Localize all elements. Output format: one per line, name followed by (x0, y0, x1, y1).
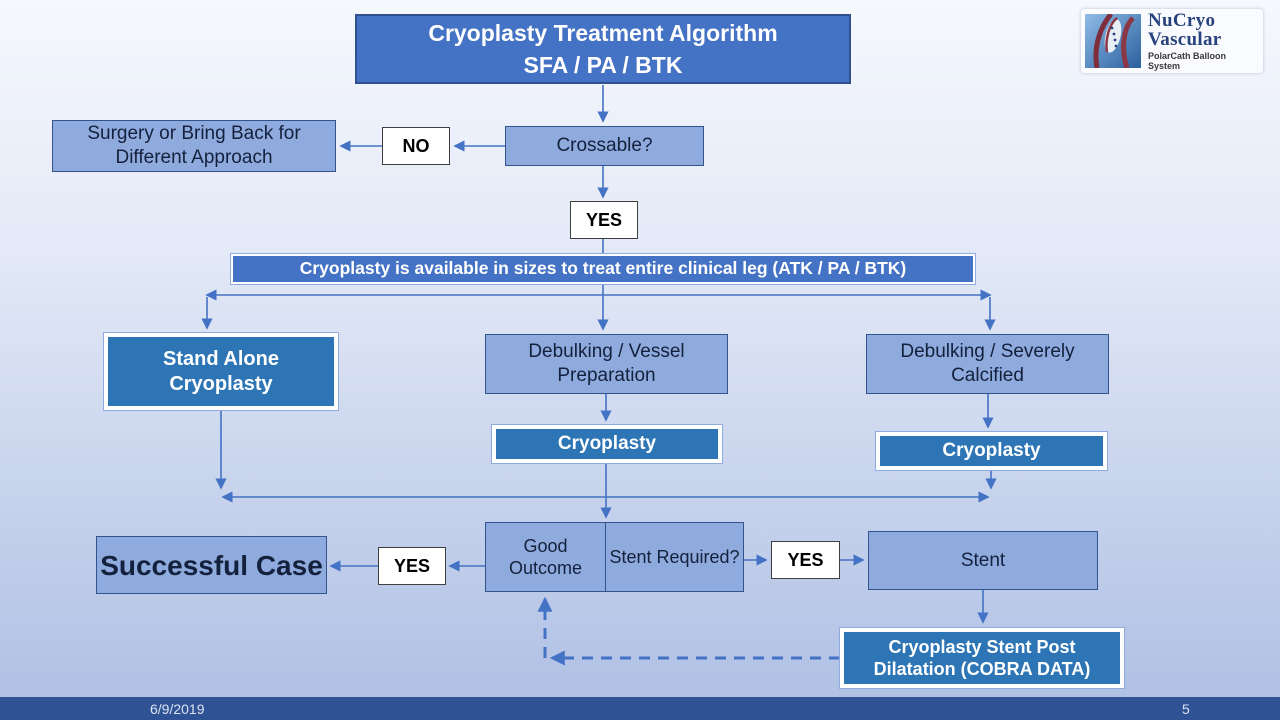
node-yes-outcome: YES (378, 547, 446, 585)
stand-alone-label: Stand Alone Cryoplasty (163, 347, 279, 395)
logo-name-line2: Vascular (1148, 29, 1222, 50)
title-line1: Cryoplasty Treatment Algorithm (428, 19, 778, 46)
node-cryoplasty-right: Cryoplasty (875, 431, 1108, 471)
node-no-label: NO (382, 127, 450, 165)
title-line2: SFA / PA / BTK (523, 52, 683, 78)
logo-tagline: PolarCath Balloon System (1148, 51, 1227, 71)
node-stand-alone-cryoplasty: Stand Alone Cryoplasty (103, 332, 339, 411)
title-box: Cryoplasty Treatment Algorithm SFA / PA … (355, 14, 851, 84)
node-outcome: Good Outcome Stent Required? (485, 522, 744, 592)
node-surgery: Surgery or Bring Back for Different Appr… (52, 120, 336, 172)
node-yes-stent: YES (771, 541, 840, 579)
node-crossable: Crossable? (505, 126, 704, 166)
node-successful-case: Successful Case (96, 536, 327, 594)
node-stent-required: Stent Required? (609, 546, 740, 567)
node-cobra: Cryoplasty Stent Post Dilatation (COBRA … (839, 627, 1125, 689)
node-cryoplasty-mid: Cryoplasty (491, 424, 723, 464)
node-stent: Stent (868, 531, 1098, 590)
banner-sizes: Cryoplasty is available in sizes to trea… (230, 253, 976, 285)
node-debulking-calcified: Debulking / Severely Calcified (866, 334, 1109, 394)
node-yes-crossable: YES (570, 201, 638, 239)
footer-date: 6/9/2019 (150, 700, 205, 717)
logo-name-line1: NuCryo (1148, 10, 1216, 31)
node-good-outcome: Good Outcome (486, 523, 607, 591)
nucryo-logo: NuCryo Vascular PolarCath Balloon System (1081, 9, 1263, 73)
node-debulking-vessel: Debulking / Vessel Preparation (485, 334, 728, 394)
balloon-catheter-logo-image (1085, 14, 1141, 68)
slide-footer: 6/9/2019 5 (0, 697, 1280, 720)
footer-page-number: 5 (1182, 700, 1190, 717)
